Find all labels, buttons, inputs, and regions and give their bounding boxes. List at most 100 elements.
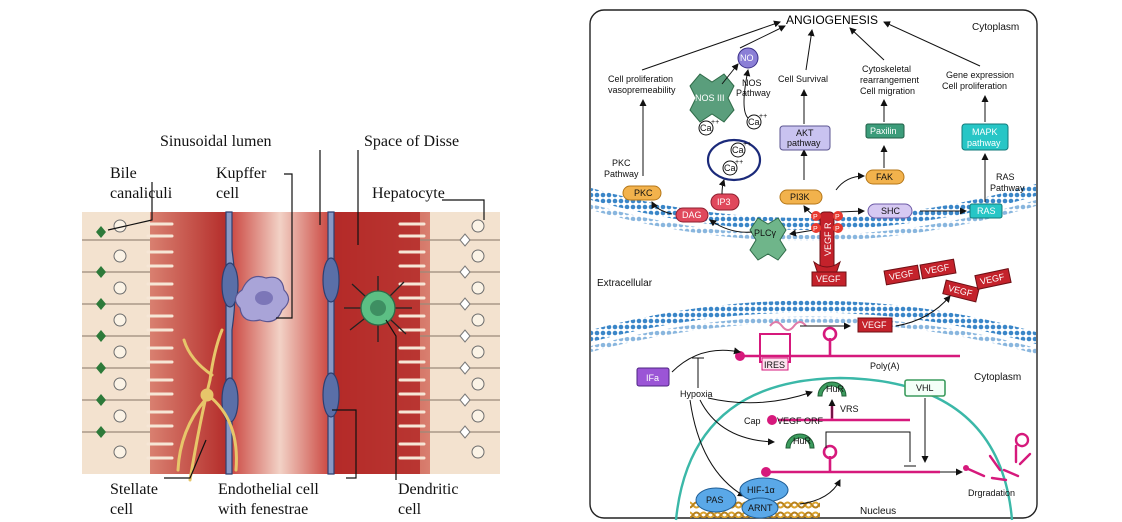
svg-text:HIF-1α: HIF-1α [747, 485, 775, 495]
svg-text:P: P [835, 226, 840, 233]
label-stellate-cell: cell [110, 501, 134, 518]
svg-text:FAK: FAK [876, 172, 893, 182]
hur-upper: HuR [817, 381, 847, 397]
degradation-fragments [963, 432, 1032, 482]
no-molecule [737, 47, 759, 69]
angiogenesis-title: ANGIOGENESIS [786, 13, 878, 27]
ras-pathway-1: RAS [996, 172, 1015, 182]
liver-sinusoid-diagram: Sinusoidal lumen Space of Disse Bile can… [82, 133, 500, 518]
svg-text:DAG: DAG [682, 210, 702, 220]
label-endothelial: Endothelial cell [218, 481, 319, 498]
vegf-ligands: VEGF VEGF VEGF VEGF VEGF VEGF [811, 258, 1012, 333]
er-store [706, 138, 762, 182]
cyto-1: Cytoskeletal [862, 64, 911, 74]
vegf-orf-label: VEGF ORF [777, 416, 824, 426]
svg-text:VEGF: VEGF [924, 262, 950, 276]
label-canaliculi: canaliculi [110, 185, 173, 202]
vegf-receptor: VEGF R P P P P [811, 211, 843, 275]
ifa-box [636, 367, 670, 387]
dendritic-cell [344, 276, 412, 342]
label-cytoplasm-mid: Cytoplasm [974, 372, 1021, 383]
degradation-label: Drgradation [968, 488, 1015, 498]
ras-pathway-2: Pathway [990, 183, 1025, 193]
svg-text:pathway: pathway [787, 138, 821, 148]
ip3-node [710, 193, 740, 211]
svg-text:Ca: Ca [724, 163, 736, 173]
cell-prolif-2: vasopremeability [608, 85, 676, 95]
label-with-fenestrae: with fenestrae [218, 501, 308, 518]
svg-text:SHC: SHC [881, 206, 901, 216]
vrs-label: VRS [840, 404, 859, 414]
calcium-ions: Ca ++ Ca ++ Ca ++ Ca ++ [698, 113, 767, 182]
ires-label: IRES [764, 360, 785, 370]
label-kupffer: Kupffer [216, 165, 267, 182]
label-kupffer-cell: cell [216, 185, 240, 202]
cell-survival: Cell Survival [778, 74, 828, 84]
endothelial-cells [221, 211, 340, 475]
hif-complex: PAS HIF-1α ARNT [695, 477, 789, 519]
lower-membrane [591, 300, 1036, 344]
gene-2: Cell proliferation [942, 81, 1007, 91]
label-cytoplasm-top: Cytoplasm [972, 22, 1019, 33]
svg-text:HuR: HuR [793, 436, 812, 446]
ras-node [969, 203, 1003, 219]
svg-text:P: P [835, 214, 840, 221]
nos-iii-label: NOS III [695, 93, 725, 103]
gene-1: Gene expression [946, 70, 1014, 80]
sinusoidal-lumen [228, 212, 332, 474]
svg-text:P: P [813, 226, 818, 233]
label-extracellular: Extracellular [597, 278, 653, 289]
cyto-2: rearrangement [860, 75, 920, 85]
cap-label: Cap [744, 416, 761, 426]
svg-text:PLCγ: PLCγ [754, 228, 777, 238]
svg-text:++: ++ [759, 113, 767, 120]
dag-node [675, 207, 709, 223]
nucleus-envelope [674, 376, 1014, 521]
akt-pathway-box [779, 125, 831, 151]
vhl-box [904, 379, 946, 397]
pkc-pathway-2: Pathway [604, 169, 639, 179]
vegf-signaling-diagram: Cytoplasm Extracellular Cytoplasm Nucleu… [589, 9, 1038, 521]
nos-pathway-1: NOS [742, 78, 762, 88]
svg-text:Paxilin: Paxilin [870, 126, 897, 136]
svg-text:Ca: Ca [748, 117, 760, 127]
hur-lower: HuR [785, 433, 815, 449]
svg-text:PKC: PKC [634, 188, 653, 198]
shc-node [867, 203, 913, 219]
svg-text:++: ++ [743, 141, 751, 148]
svg-text:VEGF R: VEGF R [823, 222, 833, 256]
polya-label: Poly(A) [870, 361, 900, 371]
nos-pathway-2: Pathway [736, 88, 771, 98]
no-label: NO [740, 53, 754, 63]
svg-text:VEGF: VEGF [888, 268, 914, 282]
hypoxia-label: Hypoxia [680, 389, 713, 399]
svg-text:Ca: Ca [700, 123, 712, 133]
svg-text:Ca: Ca [732, 145, 744, 155]
svg-text:MAPK: MAPK [972, 127, 998, 137]
stellate-cell [176, 328, 238, 482]
svg-text:PI3K: PI3K [790, 192, 810, 202]
svg-text:AKT: AKT [796, 128, 814, 138]
pkc-pathway-1: PKC [612, 158, 631, 168]
label-hepatocyte: Hepatocyte [372, 185, 445, 202]
pi3k-node [779, 189, 823, 205]
cyto-3: Cell migration [860, 86, 915, 96]
label-space-of-disse: Space of Disse [364, 133, 459, 150]
svg-text:VEGF: VEGF [862, 320, 887, 330]
svg-text:P: P [813, 214, 818, 221]
svg-text:PAS: PAS [706, 495, 723, 505]
svg-text:IP3: IP3 [717, 197, 731, 207]
svg-text:ARNT: ARNT [748, 503, 773, 513]
label-dendritic: Dendritic [398, 481, 458, 498]
svg-text:IFa: IFa [646, 373, 659, 383]
label-bile: Bile [110, 165, 137, 182]
kupffer-cell [234, 275, 290, 323]
mapk-pathway-box [961, 123, 1009, 151]
bile-canaliculi [96, 226, 106, 438]
pkc-node [622, 185, 662, 201]
svg-text:VEGF: VEGF [816, 274, 841, 284]
label-nucleus: Nucleus [860, 506, 896, 517]
cell-prolif-1: Cell proliferation [608, 74, 673, 84]
svg-text:pathway: pathway [967, 138, 1001, 148]
